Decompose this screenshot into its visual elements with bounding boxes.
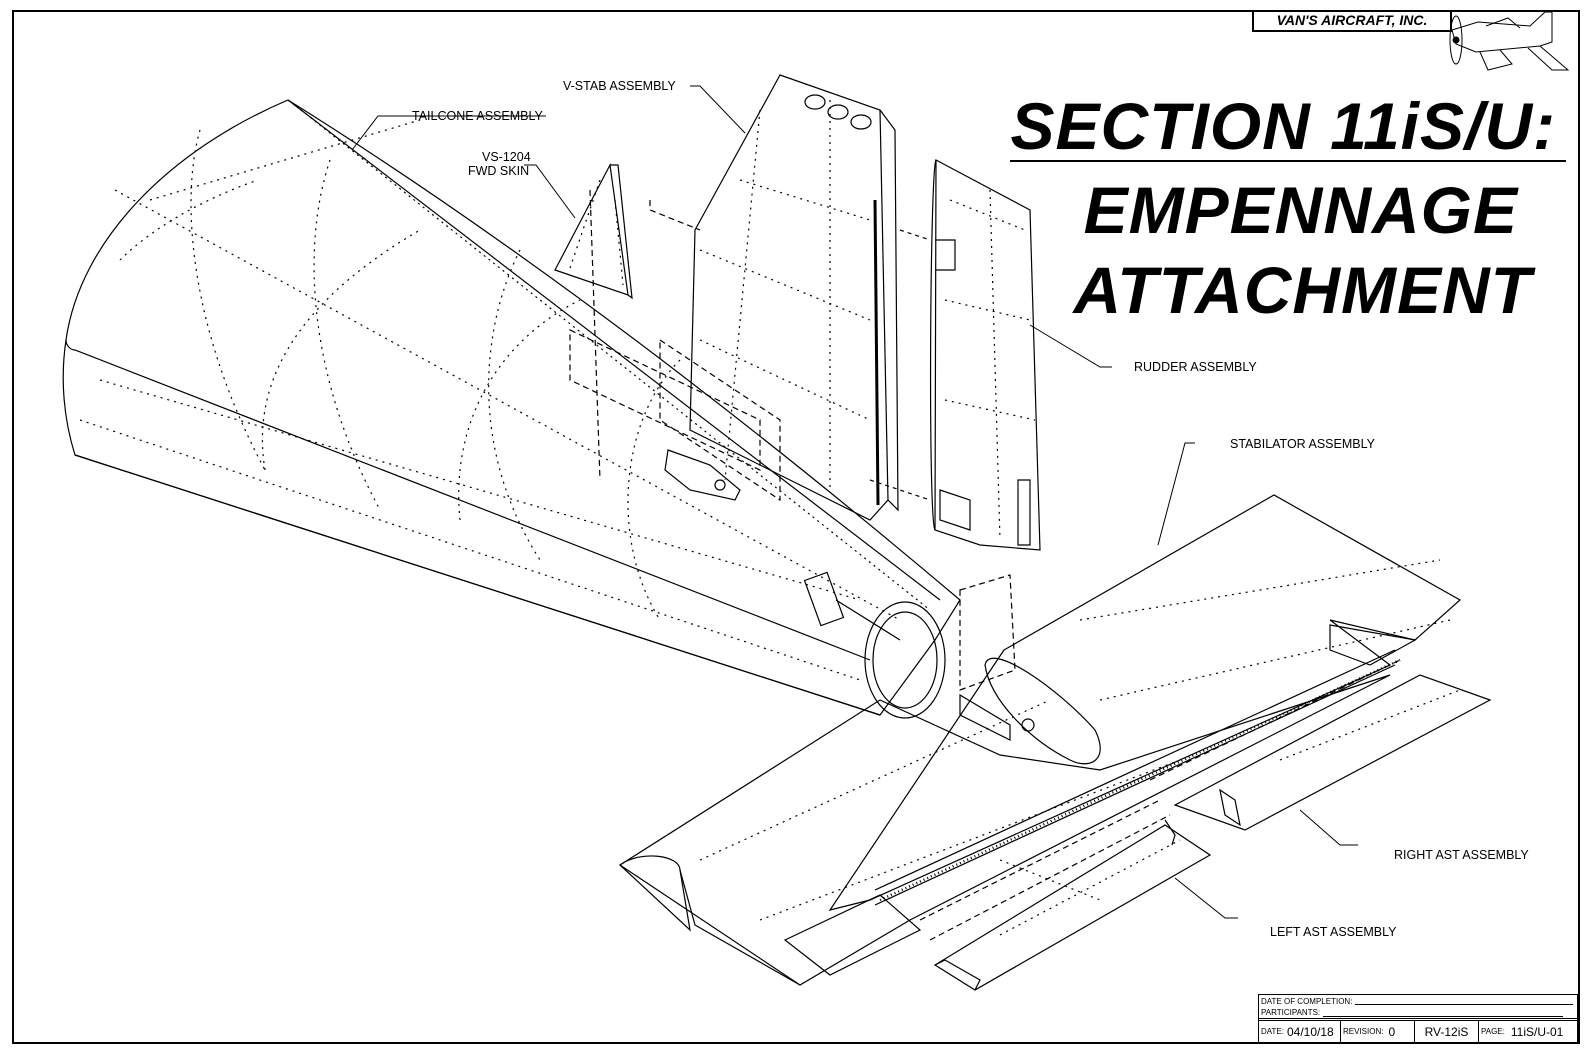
callout-right-ast: RIGHT AST ASSEMBLY bbox=[1394, 848, 1529, 862]
page-label: PAGE: bbox=[1481, 1027, 1505, 1036]
title-underline bbox=[1010, 160, 1566, 162]
section-subtitle-line2: ATTACHMENT bbox=[1073, 253, 1532, 327]
callout-vstab: V-STAB ASSEMBLY bbox=[563, 79, 676, 93]
date-of-completion-line bbox=[1355, 997, 1574, 1005]
date-cell: DATE: 04/10/18 bbox=[1259, 1021, 1341, 1042]
info-row: DATE: 04/10/18 REVISION: 0 RV-12iS PAGE:… bbox=[1259, 1020, 1577, 1042]
title-block: DATE OF COMPLETION: PARTICIPANTS: DATE: … bbox=[1258, 994, 1578, 1044]
tailcone-assembly bbox=[62, 99, 961, 719]
section-subtitle-line1: EMPENNAGE bbox=[1083, 173, 1518, 247]
right-ast-assembly bbox=[1149, 659, 1492, 831]
date-of-completion-row: DATE OF COMPLETION: bbox=[1259, 995, 1577, 1007]
revision-label: REVISION: bbox=[1343, 1027, 1384, 1036]
callout-tailcone: TAILCONE ASSEMBLY bbox=[412, 109, 543, 123]
date-of-completion-label: DATE OF COMPLETION: bbox=[1261, 996, 1353, 1006]
drawing-border bbox=[12, 10, 1580, 1044]
participants-label: PARTICIPANTS: bbox=[1261, 1008, 1321, 1017]
section-title: SECTION 11iS/U: bbox=[1010, 89, 1556, 163]
callout-stabilator: STABILATOR ASSEMBLY bbox=[1230, 437, 1375, 451]
date-value: 04/10/18 bbox=[1286, 1024, 1334, 1039]
participants-row: PARTICIPANTS: bbox=[1259, 1007, 1577, 1019]
callout-rudder: RUDDER ASSEMBLY bbox=[1134, 360, 1257, 374]
callout-vs1204-part: VS-1204 bbox=[482, 150, 531, 164]
callout-vs1204-desc: FWD SKIN bbox=[468, 164, 530, 178]
company-name-box: VAN'S AIRCRAFT, INC. bbox=[1252, 10, 1452, 32]
model-value: RV-12iS bbox=[1424, 1024, 1469, 1039]
vstab-assembly bbox=[569, 74, 899, 521]
left-ast-assembly bbox=[919, 799, 1212, 991]
model-cell: RV-12iS bbox=[1415, 1021, 1479, 1042]
callout-leaders bbox=[351, 85, 1358, 919]
page-cell: PAGE: 11iS/U-01 bbox=[1479, 1021, 1577, 1042]
airplane-logo-icon bbox=[1449, 11, 1570, 71]
vs1204-fwd-skin bbox=[554, 163, 633, 300]
participants-line bbox=[1323, 1009, 1564, 1017]
rudder-assembly bbox=[869, 159, 1041, 551]
revision-cell: REVISION: 0 bbox=[1341, 1021, 1415, 1042]
page-value: 11iS/U-01 bbox=[1510, 1024, 1564, 1039]
callout-left-ast: LEFT AST ASSEMBLY bbox=[1270, 925, 1397, 939]
stabilator-assembly bbox=[618, 494, 1462, 986]
date-label: DATE: bbox=[1261, 1027, 1284, 1036]
company-name: VAN'S AIRCRAFT, INC. bbox=[1276, 12, 1428, 28]
revision-value: 0 bbox=[1388, 1024, 1396, 1039]
